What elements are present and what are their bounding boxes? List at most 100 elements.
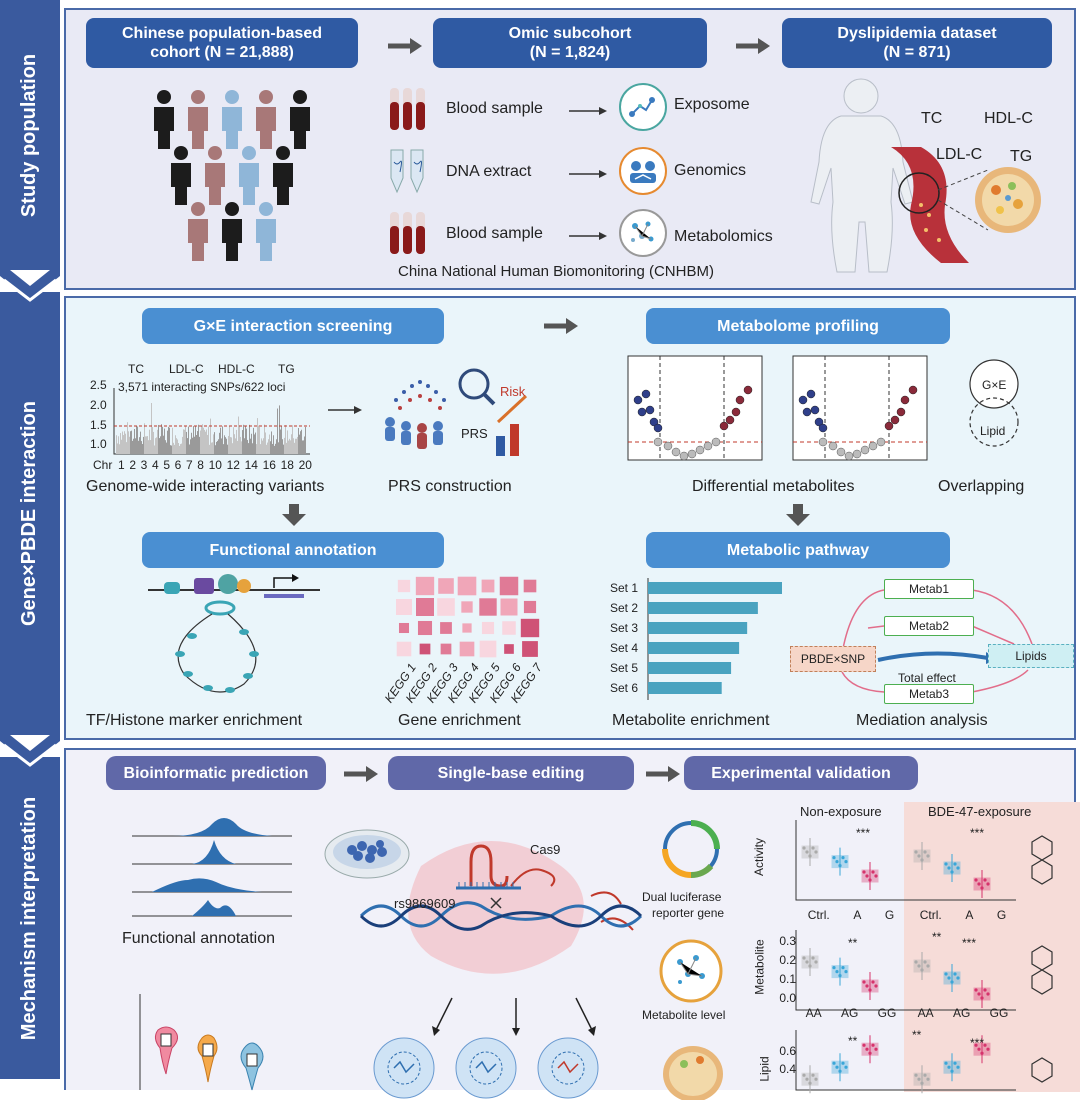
- manhattan-point: [225, 437, 226, 454]
- manhattan-point: [231, 437, 232, 454]
- heatmap-cell: [397, 579, 411, 593]
- overlap-venn-icon: [969, 359, 1019, 447]
- manhattan-point: [208, 426, 209, 454]
- manhattan-point: [173, 442, 174, 454]
- person-head: [242, 146, 256, 160]
- dyslipidemia-pill: Dyslipidemia dataset (N = 871): [782, 18, 1052, 68]
- volcano-point-ns: [679, 451, 689, 461]
- lipids-box: Lipids: [988, 644, 1074, 668]
- manhattan-point: [274, 445, 275, 454]
- manhattan-point: [266, 444, 267, 454]
- manhattan-point: [180, 444, 181, 454]
- manhattan-point: [147, 436, 148, 454]
- set-labels: Set 1 Set 2 Set 3 Set 4 Set 5 Set 6: [610, 581, 650, 701]
- heatmap-cell: [417, 620, 433, 636]
- y-tick: 0.6: [779, 1044, 796, 1058]
- panel-study-population: Chinese population-based cohort (N = 21,…: [64, 8, 1076, 290]
- manhattan-point: [278, 442, 279, 454]
- box-point: [865, 874, 869, 878]
- manhattan-point: [198, 424, 199, 454]
- manhattan-point: [201, 425, 202, 454]
- manhattan-point: [140, 431, 141, 454]
- manhattan-point: [169, 427, 170, 454]
- manhattan-point: [292, 425, 293, 454]
- box-point: [956, 1065, 960, 1069]
- box-point: [844, 970, 848, 974]
- heatmap-cell: [523, 600, 537, 614]
- manhattan-point: [287, 430, 288, 454]
- volcano-point-ns: [687, 449, 697, 459]
- box-point: [835, 970, 839, 974]
- manhattan-point: [160, 436, 161, 454]
- box-point: [980, 1051, 984, 1055]
- volcano-point-down: [653, 423, 663, 433]
- chr-tick: 6: [174, 458, 182, 472]
- manhattan-y-25: 2.5: [90, 378, 107, 392]
- blood-vessel-icon: [891, 147, 969, 263]
- manhattan-hdl: HDL-C: [218, 362, 255, 376]
- manhattan-point: [281, 425, 282, 454]
- manhattan-point: [197, 431, 198, 454]
- heatmap-cell: [481, 579, 495, 593]
- row3-sample: Blood sample: [446, 225, 543, 242]
- metabolite-level-icon: [659, 939, 723, 1003]
- manhattan-point: [119, 444, 120, 454]
- manhattan-point: [294, 442, 295, 454]
- boxplot-axis: [795, 930, 1016, 1011]
- box-point: [947, 976, 951, 980]
- box-point: [862, 870, 866, 874]
- y-tick: 0.2: [779, 953, 796, 967]
- metabolite-ylabel: Metabolite: [752, 939, 767, 995]
- box-point: [802, 956, 806, 960]
- manhattan-point: [179, 445, 180, 454]
- manhattan-point: [295, 438, 296, 454]
- volcano-point-ns: [844, 451, 854, 461]
- volcano-point-down: [641, 389, 651, 399]
- box-point: [865, 984, 869, 988]
- heatmap-cell: [504, 644, 514, 654]
- manhattan-point: [241, 441, 242, 454]
- volcano-point-ns: [852, 449, 862, 459]
- manhattan-point: [123, 435, 124, 454]
- boxplot-axis: [795, 820, 1016, 901]
- box-point: [874, 874, 878, 878]
- manhattan-point: [227, 444, 228, 454]
- total-effect-label: Total effect: [898, 671, 956, 685]
- box-point: [920, 968, 924, 972]
- manhattan-point: [245, 426, 246, 454]
- heatmap-cell: [419, 643, 431, 655]
- down-arrow-icon-2: [786, 504, 810, 526]
- box-point: [805, 960, 809, 964]
- box-point: [844, 860, 848, 864]
- box-point: [808, 964, 812, 968]
- lipid-magnified-icon: [937, 167, 1041, 233]
- x-tick: A: [853, 908, 862, 922]
- box-point: [914, 960, 918, 964]
- manhattan-point: [163, 435, 164, 454]
- panel-mechanism: Bioinformatic prediction Single-base edi…: [64, 748, 1080, 1100]
- box-point: [953, 862, 957, 866]
- y-tick: 0.3: [779, 934, 796, 948]
- person-head: [208, 146, 222, 160]
- manhattan-point: [304, 436, 305, 454]
- manhattan-point: [215, 445, 216, 454]
- row3-arrow-icon: [569, 232, 607, 240]
- x-tick: G: [996, 908, 1007, 922]
- arrow-icon-3: [544, 318, 578, 334]
- set-label: Set 3: [610, 621, 639, 635]
- manhattan-point: [244, 438, 245, 454]
- manhattan-point: [137, 426, 138, 454]
- kegg-labels: KEGG 1 KEGG 2 KEGG 3 KEGG 4 KEGG 5 KEGG …: [378, 661, 548, 706]
- heatmap-cell: [440, 643, 452, 655]
- row1-sample: Blood sample: [446, 100, 543, 117]
- box-point: [862, 980, 866, 984]
- venn-gxe: G×E: [982, 378, 1007, 392]
- lipid-tg: TG: [1010, 148, 1033, 165]
- chr-tick: 16: [262, 458, 276, 472]
- manhattan-point: [218, 439, 219, 454]
- manhattan-point: [297, 436, 298, 454]
- box-point: [841, 856, 845, 860]
- box-point: [868, 988, 872, 992]
- manhattan-point: [261, 438, 262, 454]
- person-head: [174, 146, 188, 160]
